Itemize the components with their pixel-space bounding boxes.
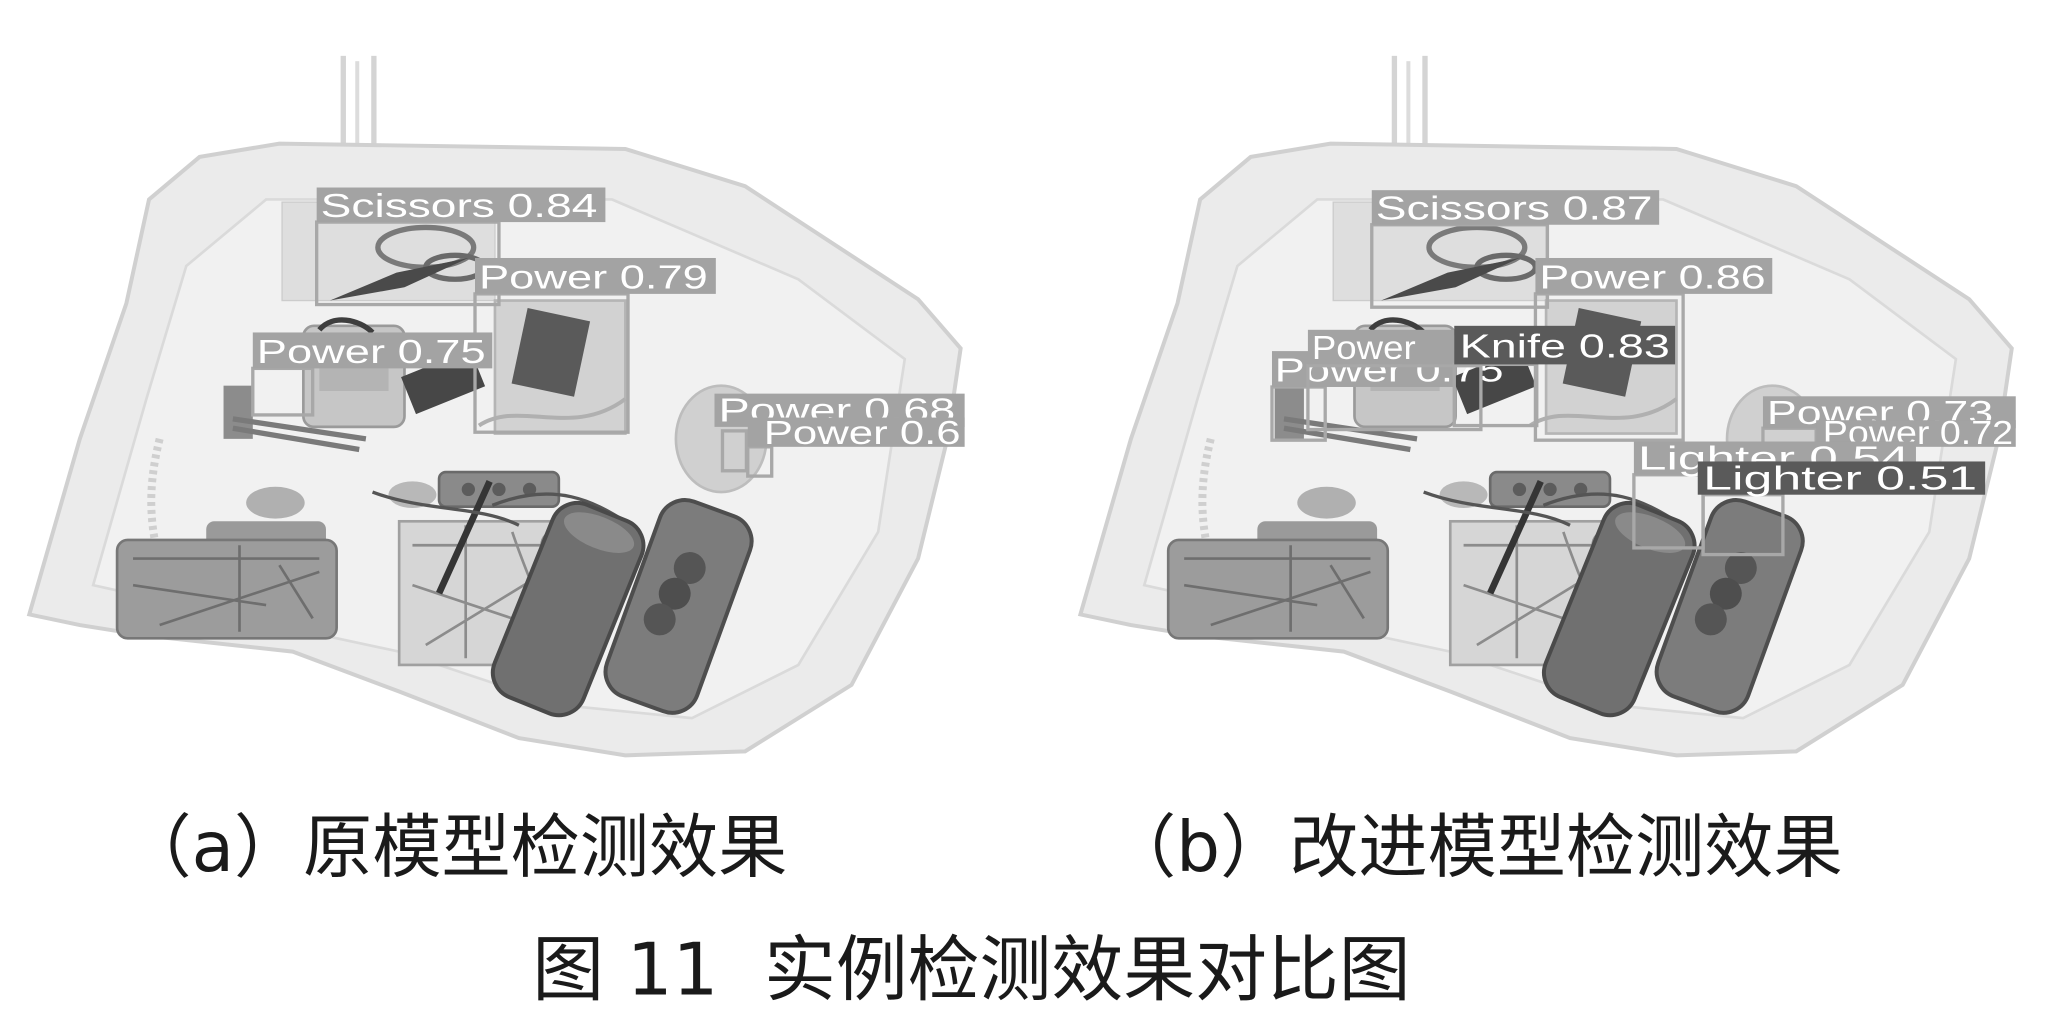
detection-label: Power xyxy=(1312,330,1416,367)
detection-label-bg xyxy=(1454,325,1676,365)
detection-label: Power 0.75 xyxy=(257,334,486,371)
detection-label-bg xyxy=(1307,329,1455,365)
detections-panel-a: Scissors 0.84 Power 0.79 Power 0.75 Powe… xyxy=(251,187,965,478)
battery-cell xyxy=(643,603,676,636)
detection-label-bg xyxy=(474,257,716,294)
bag-handle-strap xyxy=(371,55,377,144)
cable xyxy=(317,317,375,335)
detection-label-bg xyxy=(747,417,965,447)
detection-label-bg xyxy=(252,332,493,369)
detection-label: Scissors 0.84 xyxy=(321,188,598,225)
detection-label: Power 0.6 xyxy=(764,415,961,452)
detection-label-bg xyxy=(316,187,606,223)
metal-rod xyxy=(436,480,493,595)
detections-panel-b: Scissors 0.87 Power 0.86 Power 0.75 Powe… xyxy=(1270,190,2016,557)
detection-label-bg xyxy=(1697,461,1986,495)
detection-label: Power 0.79 xyxy=(479,260,708,297)
circuit-board xyxy=(115,538,338,640)
remote-button xyxy=(461,482,475,497)
power-bank-large xyxy=(603,498,754,715)
bag-handle-strap xyxy=(340,55,346,147)
upright-box-core xyxy=(511,308,591,397)
panel-a-caption: （a）原模型检测效果 xyxy=(122,808,787,888)
detection-label: Knife 0.83 xyxy=(1460,329,1670,366)
detection-label-bg xyxy=(1371,190,1660,225)
oval-marker xyxy=(246,486,305,519)
remote-button xyxy=(522,482,537,497)
power-bank-large-cap xyxy=(563,512,635,553)
circuit-traces xyxy=(132,545,320,632)
remote-button xyxy=(492,482,506,497)
detection-box-power xyxy=(1306,364,1483,432)
detection-label: Power 0.86 xyxy=(1539,260,1765,297)
wire-bundle xyxy=(232,416,367,453)
power-bank-large-body xyxy=(490,501,646,718)
cable xyxy=(477,397,627,428)
bag-handle-strap xyxy=(355,61,360,147)
detection-label: Lighter 0.51 xyxy=(1703,460,1977,497)
battery-cell xyxy=(658,577,691,610)
detection-label: Scissors 0.87 xyxy=(1376,190,1653,227)
battery-cell xyxy=(673,552,706,584)
circuit-traces xyxy=(412,525,554,659)
figure-caption: 图 11 实例检测效果对比图 xyxy=(532,928,1410,1012)
detection-label-bg xyxy=(1535,257,1773,294)
power-bank-large xyxy=(490,501,646,718)
scissors-blade xyxy=(329,257,469,301)
panel-b-caption: （b）改进模型检测效果 xyxy=(1107,808,1843,888)
